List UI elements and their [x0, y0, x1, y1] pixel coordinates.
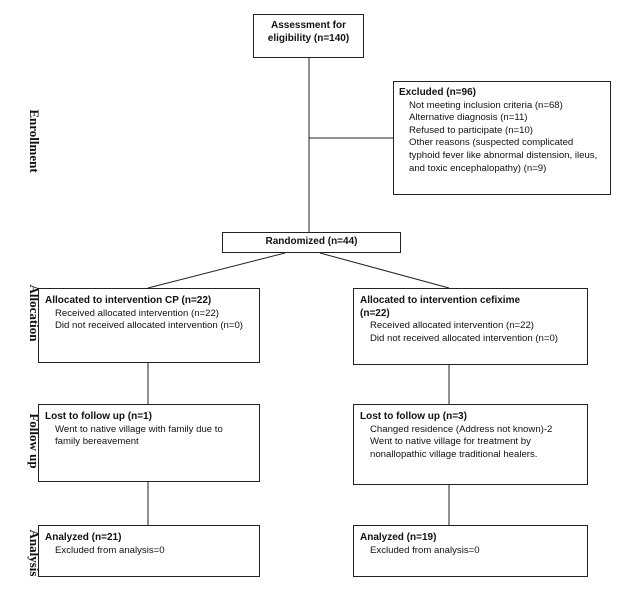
analyzed-cp-box: Analyzed (n=21) Excluded from analysis=0	[38, 525, 260, 577]
assessment-box: Assessment for eligibility (n=140)	[253, 14, 364, 58]
randomized-box: Randomized (n=44)	[222, 232, 401, 253]
analyzed-cefixime-title: Analyzed (n=19)	[360, 532, 437, 543]
excluded-title: Excluded (n=96)	[399, 87, 476, 98]
excluded-item: Alternative diagnosis (n=11)	[409, 112, 528, 124]
analyzed-cefixime-item: Excluded from analysis=0	[370, 544, 480, 556]
lost-cefixime-item: Went to native village for treatment by	[370, 436, 531, 448]
lost-cefixime-box: Lost to follow up (n=3) Changed residenc…	[353, 404, 588, 485]
allocated-cp-box: Allocated to intervention CP (n=22) Rece…	[38, 288, 260, 363]
allocated-cp-item: Received allocated intervention (n=22)	[55, 307, 219, 319]
lost-cp-item: Went to native village with family due t…	[55, 423, 223, 435]
excluded-item: Refused to participate (n=10)	[409, 124, 533, 136]
allocated-cefixime-title-1: Allocated to intervention cefixime	[360, 295, 521, 306]
lost-cefixime-title: Lost to follow up (n=3)	[360, 411, 467, 422]
allocated-cp-item: Did not received allocated intervention …	[55, 320, 243, 332]
analyzed-cp-title: Analyzed (n=21)	[45, 532, 122, 543]
allocated-cp-title: Allocated to intervention CP (n=22)	[45, 295, 212, 306]
lost-cefixime-item: nonallopathic village traditional healer…	[370, 448, 538, 460]
excluded-item: Not meeting inclusion criteria (n=68)	[409, 99, 563, 111]
lost-cefixime-item: Changed residence (Address not known)-2	[370, 423, 553, 435]
allocated-cefixime-box: Allocated to intervention cefixime (n=22…	[353, 288, 588, 365]
allocated-cefixime-item: Received allocated intervention (n=22)	[370, 320, 534, 332]
allocated-cefixime-title-2: (n=22)	[360, 307, 390, 319]
lost-cp-title: Lost to follow up (n=1)	[45, 411, 152, 422]
randomized-label: Randomized (n=44)	[265, 236, 358, 247]
connector-randomized-cefixime	[319, 252, 450, 289]
assessment-line-1: Assessment for	[270, 20, 347, 31]
excluded-item: and toxic encephalopathy) (n=9)	[409, 162, 547, 174]
excluded-item: Other reasons (suspected complicated	[409, 137, 574, 149]
lost-cp-item: family bereavement	[55, 436, 139, 448]
excluded-item: typhoid fever like abnormal distension, …	[409, 149, 598, 161]
analyzed-cp-item: Excluded from analysis=0	[55, 544, 165, 556]
assessment-line-2: eligibility (n=140)	[267, 32, 350, 44]
excluded-box: Excluded (n=96) Not meeting inclusion cr…	[393, 81, 611, 195]
lost-cp-box: Lost to follow up (n=1) Went to native v…	[38, 404, 260, 482]
allocated-cefixime-item: Did not received allocated intervention …	[370, 332, 558, 344]
stage-label-enrollment: Enrollment	[27, 109, 42, 173]
connector-randomized-cp	[147, 252, 286, 289]
analyzed-cefixime-box: Analyzed (n=19) Excluded from analysis=0	[353, 525, 588, 577]
